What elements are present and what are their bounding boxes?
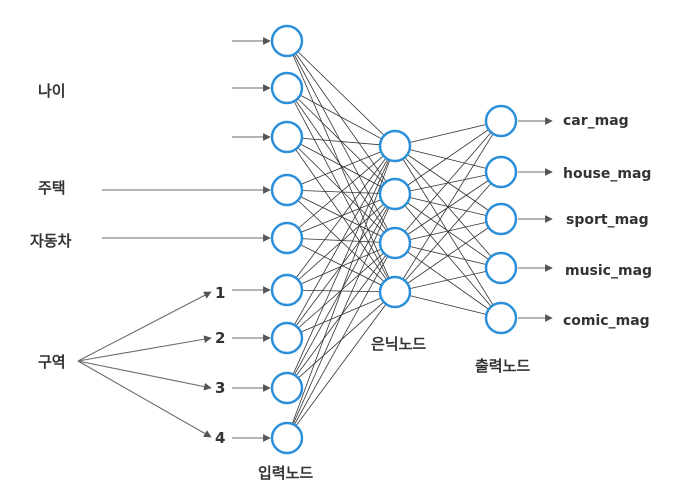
output-label-sport-mag: sport_mag <box>566 212 649 228</box>
output-label-house-mag: house_mag <box>563 166 651 182</box>
input-hidden-connection <box>286 145 396 339</box>
input-hidden-connection <box>286 291 396 439</box>
hidden-output-connection <box>394 218 502 293</box>
hidden-output-connection <box>394 171 502 244</box>
region-arrow-2 <box>77 335 212 362</box>
output-node <box>484 301 518 335</box>
input-hidden-connection <box>286 87 396 195</box>
hidden-output-connection <box>394 120 502 293</box>
input-node <box>270 273 304 307</box>
hidden-output-connection <box>394 193 502 319</box>
input-node <box>270 421 304 455</box>
input-hidden-connection <box>286 189 396 244</box>
hidden-output-connection <box>394 120 502 195</box>
connections-group <box>286 40 502 439</box>
hidden-output-connection <box>394 145 502 173</box>
input-hidden-connection <box>286 242 396 439</box>
input-hidden-connection <box>286 145 396 191</box>
output-label-music-mag: music_mag <box>565 263 652 279</box>
input-hidden-connection <box>286 40 396 147</box>
input-hidden-connection <box>286 189 396 293</box>
input-node <box>270 173 304 207</box>
hidden-node <box>378 129 412 163</box>
nodes-group <box>270 24 518 455</box>
input-node <box>270 71 304 105</box>
input-hidden-connection <box>286 40 396 244</box>
input-hidden-connection <box>286 136 396 147</box>
input-node <box>270 24 304 58</box>
feature-label-age: 나이 <box>38 82 66 100</box>
hidden-output-connection <box>394 291 502 319</box>
hidden-node <box>378 275 412 309</box>
region-arrow-4 <box>77 360 212 438</box>
feature-label-house: 주택 <box>38 179 66 197</box>
input-node <box>270 120 304 154</box>
region-value-4: 4 <box>215 429 225 447</box>
region-arrow-1 <box>77 291 212 362</box>
arrows-group <box>77 37 553 442</box>
output-node <box>484 104 518 138</box>
region-value-1: 1 <box>215 284 225 302</box>
output-node <box>484 202 518 236</box>
input-hidden-connection <box>286 145 396 439</box>
hidden-output-connection <box>394 267 502 293</box>
feature-label-car: 자동차 <box>30 232 72 250</box>
hidden-output-connection <box>394 171 502 293</box>
input-hidden-connection <box>286 136 396 195</box>
input-hidden-connection <box>286 237 396 293</box>
input-hidden-connection <box>286 193 396 339</box>
hidden-output-connection <box>394 218 502 244</box>
hidden-output-connection <box>394 120 502 244</box>
caption-output-nodes: 출력노드 <box>475 357 530 375</box>
hidden-node <box>378 177 412 211</box>
output-label-car-mag: car_mag <box>563 113 629 129</box>
caption-input-nodes: 입력노드 <box>258 464 313 482</box>
input-hidden-connection <box>286 40 396 293</box>
caption-hidden-nodes: 은닉노드 <box>371 335 426 353</box>
input-hidden-connection <box>286 193 396 239</box>
input-hidden-connection <box>286 145 396 239</box>
region-arrow-3 <box>77 360 212 391</box>
hidden-output-connection <box>394 171 502 195</box>
input-node <box>270 371 304 405</box>
hidden-node <box>378 226 412 260</box>
input-hidden-connection <box>286 40 396 195</box>
hidden-output-connection <box>394 120 502 147</box>
output-node <box>484 251 518 285</box>
hidden-output-connection <box>394 242 502 319</box>
input-node <box>270 321 304 355</box>
input-hidden-connection <box>286 87 396 147</box>
input-hidden-connection <box>286 136 396 244</box>
output-node <box>484 155 518 189</box>
region-value-2: 2 <box>215 329 225 347</box>
input-hidden-connection <box>286 193 396 439</box>
input-hidden-connection <box>286 145 396 291</box>
input-hidden-connection <box>286 237 396 244</box>
input-node <box>270 221 304 255</box>
feature-label-region: 구역 <box>38 353 66 371</box>
region-value-3: 3 <box>215 379 225 397</box>
input-hidden-connection <box>286 145 396 389</box>
input-hidden-connection <box>286 136 396 293</box>
output-label-comic-mag: comic_mag <box>563 313 650 329</box>
